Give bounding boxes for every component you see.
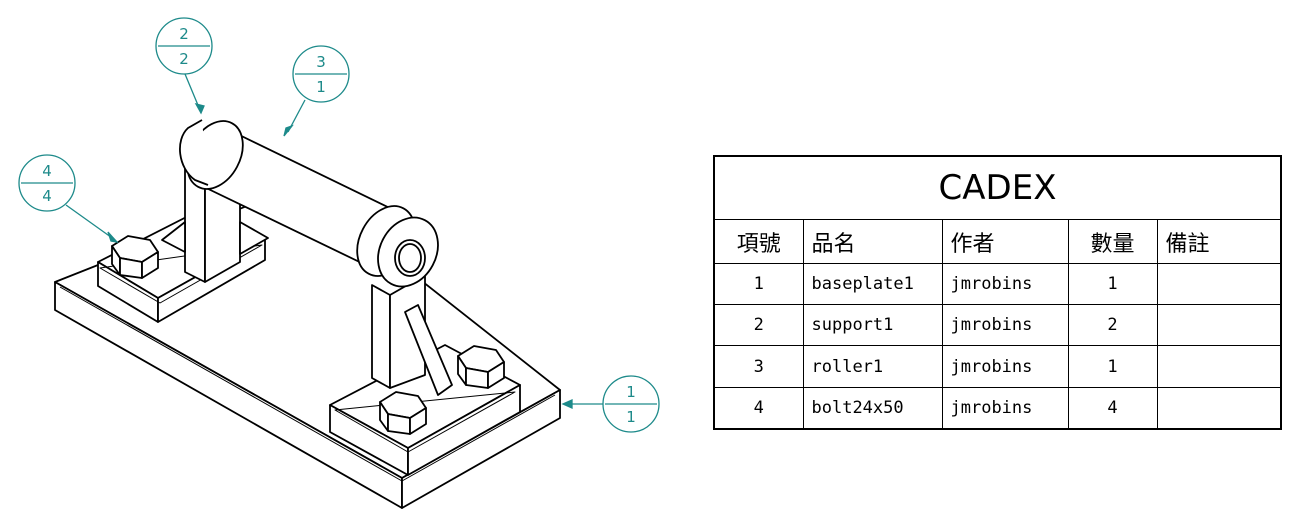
cell-part-name: baseplate1 — [802, 262, 943, 306]
cell-part-name: support1 — [802, 304, 943, 347]
balloon-1-qty: 1 — [626, 408, 636, 426]
balloon-item-3[interactable]: 3 1 — [283, 45, 350, 137]
balloon-2-qty: 2 — [179, 50, 189, 68]
balloon-1-item: 1 — [626, 383, 636, 401]
table-row[interactable]: 3 roller1 jmrobins 1 — [713, 345, 1282, 388]
cell-quantity: 1 — [1067, 345, 1158, 388]
header-item-no: 項號 — [713, 219, 804, 264]
balloon-item-2[interactable]: 2 2 — [155, 17, 213, 115]
cell-remarks — [1156, 304, 1282, 347]
header-author: 作者 — [941, 219, 1069, 264]
cell-author: jmrobins — [941, 304, 1069, 347]
cell-part-name: bolt24x50 — [802, 386, 943, 430]
cell-author: jmrobins — [941, 262, 1069, 306]
cell-remarks — [1156, 345, 1282, 388]
balloon-item-1[interactable]: 1 1 — [561, 375, 660, 433]
cell-remarks — [1156, 262, 1282, 306]
cell-quantity: 2 — [1067, 304, 1158, 347]
cell-item-no: 1 — [713, 262, 804, 306]
table-row[interactable]: 1 baseplate1 jmrobins 1 — [713, 262, 1282, 306]
table-row[interactable]: 2 support1 jmrobins 2 — [713, 304, 1282, 347]
cell-quantity: 4 — [1067, 386, 1158, 430]
balloon-2-item: 2 — [179, 25, 189, 43]
cell-author: jmrobins — [941, 345, 1069, 388]
table-row[interactable]: 4 bolt24x50 jmrobins 4 — [713, 386, 1282, 430]
balloon-4-qty: 4 — [42, 187, 52, 205]
balloon-4-item: 4 — [42, 162, 52, 180]
roller — [179, 119, 439, 288]
cell-item-no: 4 — [713, 386, 804, 430]
cell-remarks — [1156, 386, 1282, 430]
parts-list-table: CADEX 項號 品名 作者 數量 備註 1 baseplate1 jmrobi… — [713, 155, 1283, 430]
bolt-rear-left — [111, 235, 159, 279]
cell-item-no: 2 — [713, 304, 804, 347]
header-part-name: 品名 — [802, 219, 943, 264]
isometric-assembly-drawing: 2 2 3 1 4 4 1 1 — [18, 17, 660, 509]
balloon-3-item: 3 — [316, 53, 326, 71]
header-quantity: 數量 — [1067, 219, 1158, 264]
table-title: CADEX — [713, 155, 1282, 221]
table-header-row: 項號 品名 作者 數量 備註 — [713, 219, 1282, 264]
bolt-front-left — [379, 391, 427, 435]
balloon-3-qty: 1 — [316, 78, 326, 96]
cell-quantity: 1 — [1067, 262, 1158, 306]
cell-part-name: roller1 — [802, 345, 943, 388]
balloon-item-4[interactable]: 4 4 — [18, 154, 119, 243]
bolt-front-right — [457, 345, 505, 389]
header-remarks: 備註 — [1156, 219, 1282, 264]
cell-author: jmrobins — [941, 386, 1069, 430]
cell-item-no: 3 — [713, 345, 804, 388]
